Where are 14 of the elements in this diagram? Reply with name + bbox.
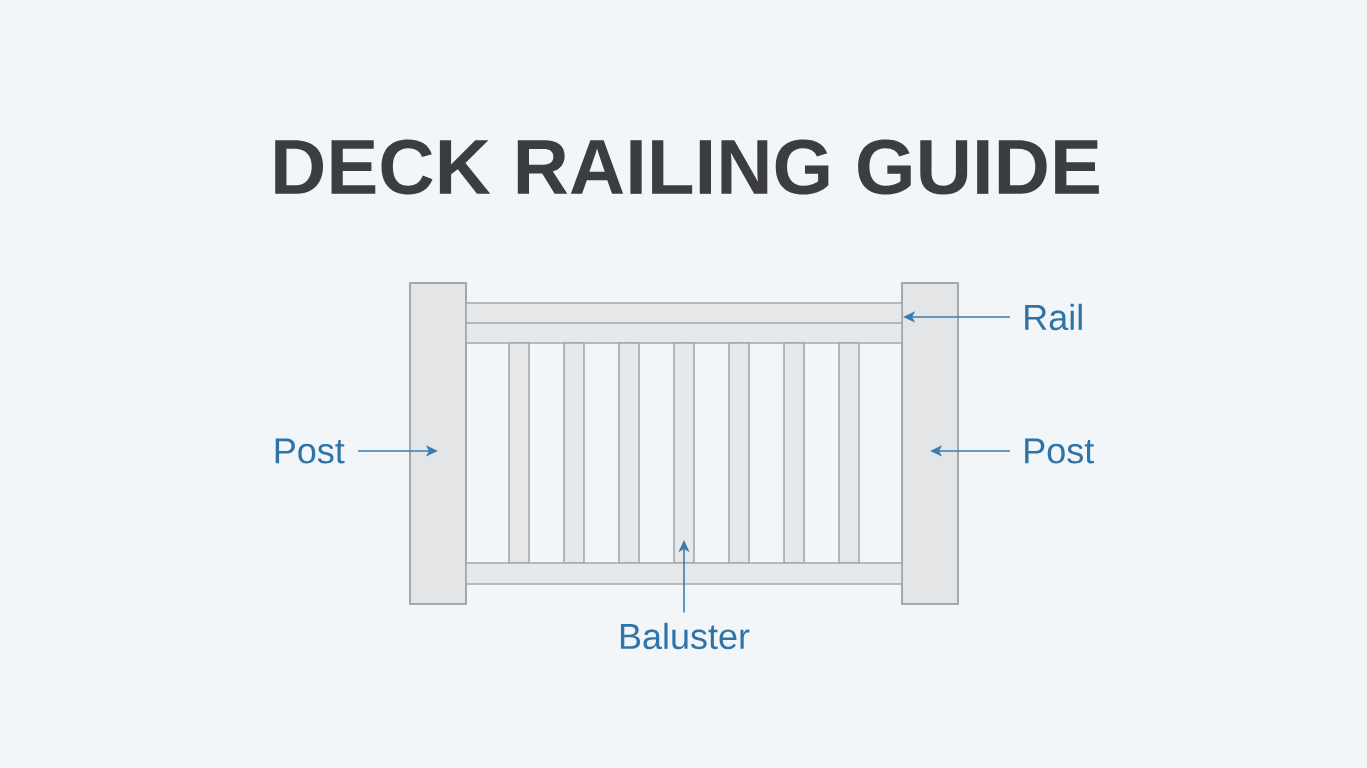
baluster xyxy=(838,342,860,564)
baluster xyxy=(673,342,695,564)
baluster xyxy=(783,342,805,564)
baluster xyxy=(618,342,640,564)
baluster xyxy=(728,342,750,564)
part-label: Post xyxy=(1025,438,1094,464)
title: DECK RAILING GUIDE xyxy=(275,139,1099,195)
post xyxy=(409,282,467,605)
part-label: Rail xyxy=(1025,303,1082,331)
baluster xyxy=(563,342,585,564)
baluster xyxy=(508,342,530,564)
post xyxy=(901,282,959,605)
part-label: Post xyxy=(275,438,345,464)
part-label: Baluster xyxy=(620,622,750,650)
